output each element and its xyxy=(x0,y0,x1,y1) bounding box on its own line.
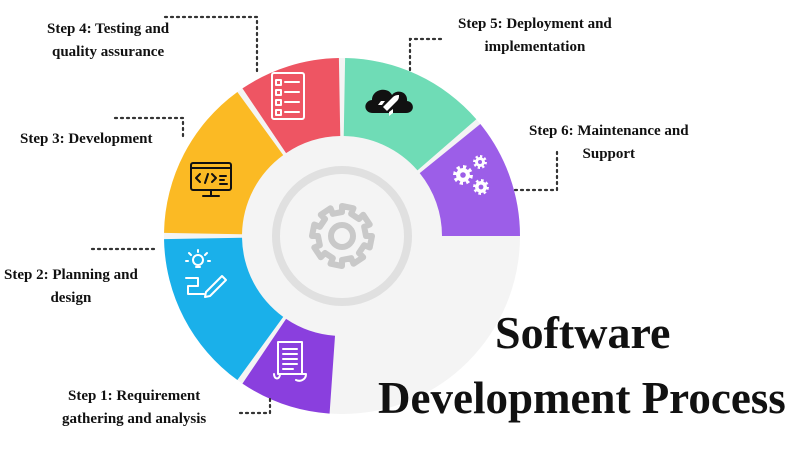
step-6-label: Step 6: Maintenance and Support xyxy=(529,123,689,162)
connector-step-1 xyxy=(238,393,272,415)
cloud-rocket-icon xyxy=(365,89,413,116)
connector-step-4 xyxy=(163,15,259,74)
connector-step-3 xyxy=(113,116,185,142)
connector-step-6 xyxy=(513,150,559,192)
segment-step-2 xyxy=(164,237,284,381)
step-2-label: Step 2: Planning and design xyxy=(4,267,138,306)
title-line-2: Development Process xyxy=(378,373,786,423)
segment-step-1 xyxy=(242,318,336,414)
document-scroll-icon xyxy=(273,341,307,382)
gear-icon xyxy=(309,203,375,269)
step-1-label: Step 1: Requirement gathering and analys… xyxy=(62,388,207,427)
segment-step-4 xyxy=(242,58,341,154)
gear-hub-2 xyxy=(478,160,482,164)
gear-hub-3 xyxy=(478,184,484,190)
code-monitor-icon xyxy=(190,162,232,197)
connectors xyxy=(90,15,559,415)
step-4-label: Step 4: Testing and quality assurance xyxy=(47,21,170,60)
center-gear-outline xyxy=(309,203,375,269)
center-gear-hub xyxy=(328,222,356,250)
gear-hub-1 xyxy=(460,172,466,178)
idea-blueprint-icon xyxy=(185,249,227,298)
center-ring xyxy=(272,166,412,306)
segment-step-5 xyxy=(343,58,477,171)
step-3-label: Step 3: Development xyxy=(20,131,153,147)
step-5-label: Step 5: Deployment and implementation xyxy=(458,16,612,55)
connector-step-5 xyxy=(408,37,445,72)
title-line-1: Software xyxy=(495,307,671,358)
gears-icon xyxy=(453,155,489,195)
segment-step-6 xyxy=(419,123,520,236)
checklist-icon xyxy=(271,72,305,120)
